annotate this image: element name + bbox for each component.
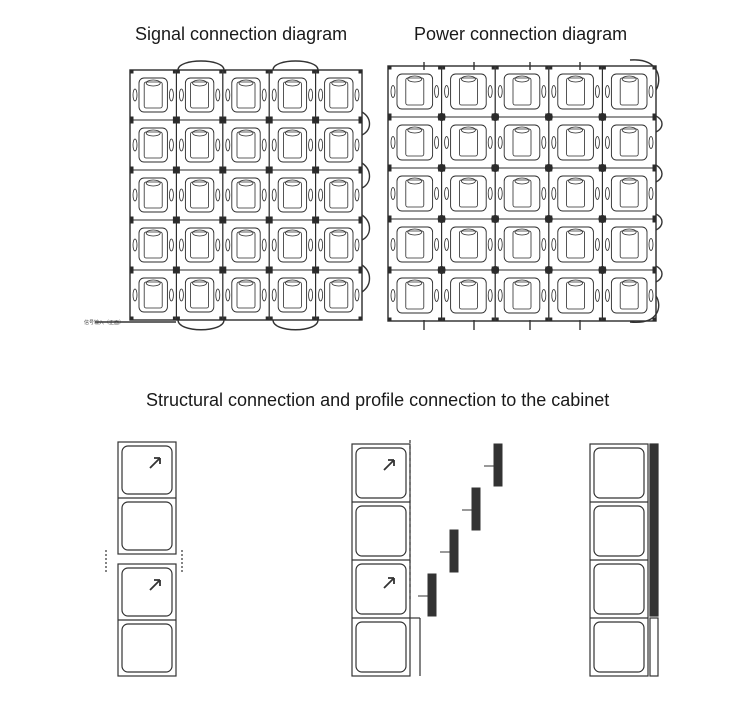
cabinet-module (548, 218, 603, 271)
cabinet-module (441, 65, 496, 118)
signal-cable (177, 319, 225, 331)
cabinet-module (129, 119, 177, 171)
power-cables (423, 59, 663, 330)
signal-cable (272, 60, 319, 71)
power-cable (629, 59, 660, 91)
cabinet-module (387, 116, 443, 169)
cabinet-module (268, 119, 317, 171)
signal-cable (177, 60, 225, 71)
signal-cable (272, 319, 319, 331)
structural-right-cabinet (589, 443, 659, 677)
signal-cable (361, 264, 371, 293)
cabinet-module (548, 269, 603, 322)
cabinet-module (494, 116, 550, 169)
cabinet-module (548, 116, 603, 169)
cabinet-module (441, 116, 496, 169)
structural-middle-cabinet (351, 440, 421, 677)
cabinet-module (175, 69, 224, 121)
cabinet-module (222, 69, 270, 121)
structural-left-cabinet (105, 441, 183, 677)
cabinet-module (315, 119, 363, 171)
cabinet-module (129, 69, 177, 121)
cabinet-module (315, 69, 363, 121)
cabinet-module (387, 167, 443, 220)
cabinet-module (315, 269, 363, 321)
cabinet-module (315, 169, 363, 221)
power-cable (655, 115, 663, 133)
cabinet-module (387, 218, 443, 271)
cabinet-module (315, 219, 363, 271)
signal-connection-grid (129, 69, 363, 321)
signal-cables (95, 60, 371, 331)
cabinet-module (494, 65, 550, 118)
cabinet-module (268, 219, 317, 271)
cabinet-module (601, 65, 657, 118)
cabinet-module (601, 218, 657, 271)
cabinet-module (268, 69, 317, 121)
cabinet-module (441, 218, 496, 271)
power-diagram-title: Power connection diagram (414, 24, 628, 44)
cabinet-module (601, 269, 657, 322)
signal-cable (361, 111, 371, 136)
signal-cable (361, 214, 371, 241)
cabinet-module (222, 269, 270, 321)
cabinet-module (548, 167, 603, 220)
cabinet-module (129, 219, 177, 271)
cabinet-module (441, 167, 496, 220)
cabinet-module (268, 269, 317, 321)
signal-diagram-title: Signal connection diagram (135, 24, 348, 44)
power-connection-grid (387, 65, 657, 322)
cabinet-module (601, 116, 657, 169)
cabinet-module (175, 119, 224, 171)
cabinet-module (175, 269, 224, 321)
cabinet-module (129, 269, 177, 321)
cabinet-module (494, 167, 550, 220)
cabinet-module (387, 65, 443, 118)
power-cable (655, 164, 663, 183)
cabinet-module (222, 169, 270, 221)
cabinet-module (129, 169, 177, 221)
cabinet-module (222, 219, 270, 271)
cabinet-module (494, 218, 550, 271)
cabinet-module (175, 169, 224, 221)
power-cable (655, 213, 663, 231)
structural-diagram-title: Structural connection and profile connec… (146, 390, 610, 410)
cabinet-module (387, 269, 443, 322)
cabinet-module (268, 169, 317, 221)
profile-bars (418, 443, 503, 617)
signal-cable (361, 162, 371, 189)
cabinet-module (494, 269, 550, 322)
cabinet-module (601, 167, 657, 220)
cabinet-module (222, 119, 270, 171)
cabinet-module (175, 219, 224, 271)
signal-input-label: 信号输入（正面） (84, 319, 124, 326)
power-cable (655, 265, 663, 283)
cabinet-module (441, 269, 496, 322)
cabinet-module (548, 65, 603, 118)
power-cable (629, 295, 660, 323)
